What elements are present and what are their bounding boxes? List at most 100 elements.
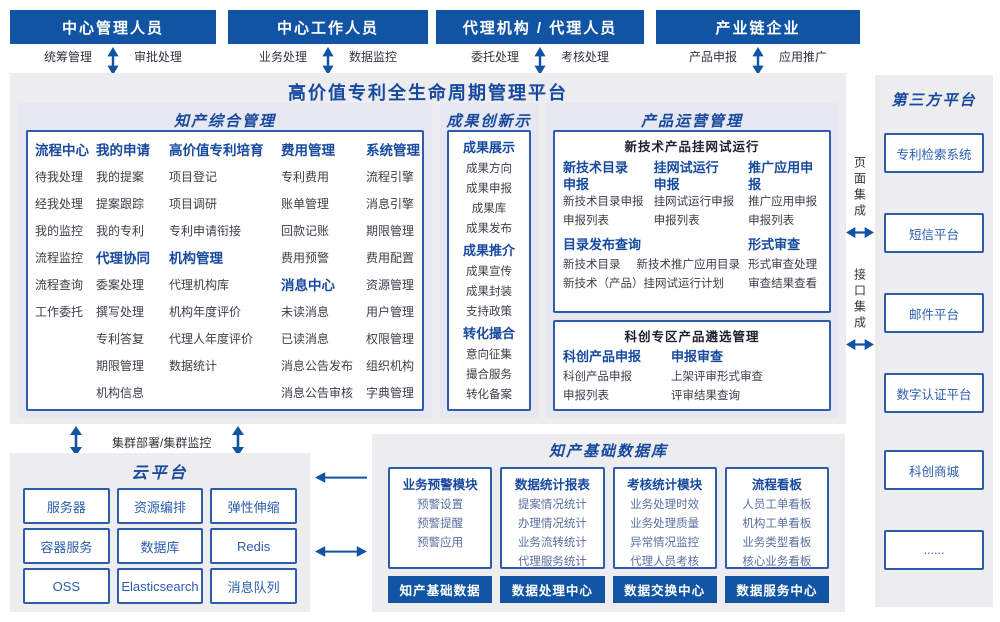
- left-right-arrow-icon: [846, 338, 874, 351]
- column-header: 形式审查: [748, 237, 801, 252]
- actor-block: 产业链企业 产品申报 应用推广: [656, 10, 860, 75]
- menu-item: 成果发布: [466, 223, 512, 235]
- actor-right-label: 考核处理: [561, 50, 610, 64]
- column-header: 申报审查: [671, 349, 724, 364]
- sub-box-title: 新技术产品挂网试运行: [624, 140, 760, 154]
- column-header: 机构管理: [169, 251, 223, 266]
- column-header: 新技术目录 申报: [563, 160, 629, 192]
- menu-item: 消息引擎: [366, 197, 415, 211]
- menu-item: 机构工单看板: [742, 518, 812, 530]
- menu-item: 申报列表: [748, 215, 795, 227]
- menu-item: 机构年度评价: [169, 305, 242, 319]
- menu-item: 项目调研: [169, 197, 218, 211]
- menu-item: 期限管理: [366, 224, 415, 238]
- db-module-box: 考核统计模块 业务处理时效业务处理质量异常情况监控代理人员考核: [612, 467, 717, 569]
- menu-item: 期限管理: [96, 359, 145, 373]
- menu-item: 专利申请衔接: [169, 224, 242, 238]
- menu-item: 新技术推广应用目录: [636, 259, 741, 271]
- up-down-arrow-icon: [232, 426, 244, 456]
- third-party-box: 短信平台: [884, 213, 984, 253]
- column-header: 高价值专利培育: [169, 143, 264, 158]
- db-column: 流程看板 人员工单看板机构工单看板业务类型看板核心业务看板 数据服务中心: [724, 467, 829, 603]
- menu-item: 科创产品申报: [563, 371, 632, 383]
- module-column: 流程中心 待我处理经我处理我的监控流程监控流程查询工作委托: [35, 137, 96, 409]
- menu-item: 业务处理质量: [630, 518, 700, 530]
- db-column: 业务预警模块 预警设置预警提醒预警应用 知产基础数据: [388, 467, 493, 603]
- actor-left-label: 委托处理: [470, 50, 519, 64]
- actor-block: 中心管理人员 统筹管理 审批处理: [10, 10, 216, 75]
- menu-item: 我的提案: [96, 170, 145, 184]
- actor-block: 中心工作人员 业务处理 数据监控: [228, 10, 428, 75]
- module-column: 系统管理 流程引擎消息引擎期限管理费用配置资源管理用户管理权限管理组织机构字典管…: [366, 137, 422, 409]
- column-header: 推广应用申报: [748, 160, 814, 192]
- third-party-box: ......: [884, 530, 984, 570]
- menu-item: 申报列表: [563, 390, 609, 402]
- column-header: 转化撮合: [462, 326, 515, 341]
- module-column: 申报审查 上架评审形式审查评审结果查询: [671, 348, 801, 406]
- module-column: 科创产品申报 科创产品申报申报列表: [563, 348, 671, 406]
- cloud-service-box: 资源编排: [116, 488, 204, 524]
- actor-banner: 产业链企业: [656, 10, 860, 44]
- menu-item: 流程查询: [35, 278, 84, 292]
- db-footer-bar: 数据处理中心: [500, 576, 605, 603]
- page-integration: 页面集成: [845, 156, 875, 239]
- menu-item: 经我处理: [35, 197, 84, 211]
- db-column: 数据统计报表 提案情况统计办理情况统计业务流转统计代理服务统计 数据处理中心: [500, 467, 605, 603]
- menu-item: 撮合服务: [466, 369, 512, 381]
- cloud-service-box: 消息队列: [210, 568, 297, 604]
- module-column: 高价值专利培育 项目登记项目调研专利申请衔接 机构管理 代理机构库机构年度评价代…: [169, 137, 281, 409]
- menu-item: 新技术目录申报: [563, 196, 644, 208]
- column-header: 考核统计模块: [627, 478, 703, 492]
- platform-title: 高价值专利全生命周期管理平台: [288, 83, 568, 103]
- integration-label: 页面集成: [852, 156, 867, 220]
- menu-item: 申报列表: [653, 215, 700, 227]
- achievement-box: 成果展示 成果方向成果申报成果库成果发布 成果推介 成果宣传成果封装支持政策 转…: [447, 130, 531, 411]
- column-header: 科创产品申报: [563, 349, 642, 364]
- module-column: 新技术目录 申报 新技术目录申报申报列表: [563, 159, 654, 231]
- third-party-box: 数字认证平台: [884, 373, 984, 413]
- menu-item: 提案情况统计: [517, 499, 587, 511]
- module-column: 费用管理 专利费用账单管理回款记账费用预警 消息中心 未读消息已读消息消息公告发…: [281, 137, 366, 409]
- third-party-title: 第三方平台: [891, 92, 977, 109]
- actor-right-label: 数据监控: [349, 50, 398, 64]
- menu-item: 成果申报: [466, 183, 512, 195]
- left-arrow-icon: [315, 472, 367, 483]
- actor-right-label: 审批处理: [134, 50, 183, 64]
- menu-item: 消息公告审核: [281, 386, 354, 400]
- cloud-service-box: Redis: [210, 528, 297, 564]
- actor-banner: 代理机构 / 代理人员: [436, 10, 644, 44]
- column-header: 消息中心: [281, 278, 335, 293]
- menu-item: 提案跟踪: [96, 197, 145, 211]
- menu-item: 委案处理: [96, 278, 145, 292]
- menu-item: 新技术（产品）挂网试运行计划: [563, 278, 724, 290]
- menu-item: 办理情况统计: [517, 518, 587, 530]
- cloud-title: 云平台: [131, 465, 189, 482]
- column-header: 系统管理: [366, 143, 420, 158]
- module-column: 挂网试运行 申报 挂网试运行申报申报列表: [654, 159, 749, 231]
- cloud-service-box: 弹性伸缩: [210, 488, 297, 524]
- menu-item: 业务处理时效: [630, 499, 700, 511]
- menu-item: 工作委托: [35, 305, 84, 319]
- menu-item: 评审结果查询: [671, 390, 740, 402]
- menu-item: 撰写处理: [96, 305, 145, 319]
- menu-item: 数据统计: [169, 359, 218, 373]
- up-down-arrow-icon: [752, 47, 764, 75]
- menu-item: 上架评审形式审查: [671, 371, 763, 383]
- column-header: 流程中心: [35, 143, 89, 158]
- formal-review-group: 形式审查 形式审查处理审查结果查看: [748, 236, 821, 294]
- menu-item: 预警提醒: [417, 518, 464, 530]
- actor-banner: 中心工作人员: [228, 10, 428, 44]
- menu-item: 成果库: [471, 203, 507, 215]
- integration-label: 接口集成: [852, 268, 867, 332]
- menu-item: 我的专利: [96, 224, 145, 238]
- menu-item: 形式审查处理: [748, 259, 818, 271]
- section-title: 知产综合管理: [173, 113, 276, 130]
- db-module-box: 流程看板 人员工单看板机构工单看板业务类型看板核心业务看板: [724, 467, 829, 569]
- menu-item: 业务流转统计: [517, 537, 587, 549]
- menu-item: 转化备案: [466, 389, 512, 401]
- left-right-arrow-icon: [846, 226, 874, 239]
- column-header: 我的申请: [96, 143, 150, 158]
- actor-right-label: 应用推广: [779, 50, 828, 64]
- menu-item: 成果封装: [466, 286, 512, 298]
- column-header: 成果推介: [462, 243, 515, 258]
